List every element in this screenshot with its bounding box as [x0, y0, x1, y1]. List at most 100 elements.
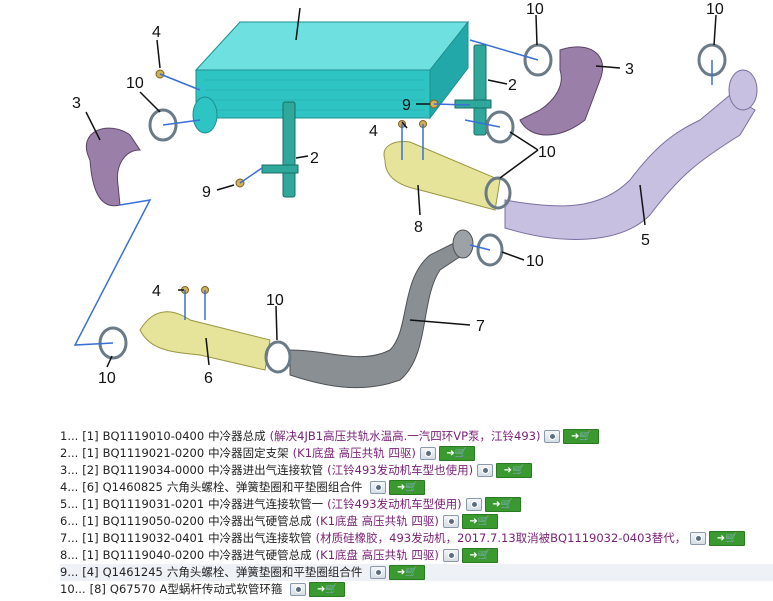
camera-icon[interactable] [419, 447, 436, 460]
part-name: 六角头螺栓、弹簧垫圈和平垫圈组合件 [166, 565, 363, 579]
camera-icon[interactable] [690, 532, 707, 545]
callout-10: 10 [266, 292, 284, 309]
part-quantity: [1] [82, 531, 99, 545]
part-number-index: 3... [60, 463, 79, 477]
part-name: 中冷器进出气连接软管 [208, 463, 324, 477]
hose-purple-left [85, 127, 141, 207]
add-to-cart-button[interactable]: ➜🛒 [309, 582, 346, 597]
part-note: (江铃493发动机车型使用) [327, 497, 462, 511]
part-note: (解决4JB1高压共轨水温高.一汽四环VP泵，江铃493) [269, 429, 541, 443]
part-name: 中冷器总成 [208, 429, 266, 443]
hose-purple-right [519, 46, 604, 136]
callout-6: 6 [204, 370, 213, 387]
part-number-index: 7... [60, 531, 79, 545]
callout-9: 9 [402, 97, 411, 114]
part-quantity: [4] [82, 565, 99, 579]
callout-7: 7 [476, 318, 485, 335]
part-code: Q1460825 [102, 480, 163, 494]
assembly-link-lines [73, 39, 713, 346]
callout-5: 5 [641, 232, 650, 249]
part-code: Q1461245 [102, 565, 163, 579]
callout-4: 4 [152, 283, 161, 300]
camera-icon[interactable] [442, 549, 459, 562]
camera-icon[interactable] [442, 515, 459, 528]
part-name: 六角头螺栓、弹簧垫圈和平垫圈组合件 [166, 480, 363, 494]
part-number-index: 6... [60, 514, 79, 528]
part-quantity: [6] [82, 480, 99, 494]
part-quantity: [1] [82, 429, 99, 443]
part-number-index: 5... [60, 497, 79, 511]
camera-icon[interactable] [370, 481, 387, 494]
callout-3: 3 [72, 95, 81, 112]
hose-gray [289, 229, 474, 389]
exploded-parts-diagram: 4 10 3 9 2 10 3 2 9 4 10 8 10 10 5 4 10 … [72, 1, 758, 389]
add-to-cart-button[interactable]: ➜🛒 [461, 514, 498, 529]
callout-10: 10 [706, 1, 724, 18]
part-code: BQ1119032-0401 [102, 531, 205, 545]
part-note: (江铃493发动机车型也使用) [327, 463, 474, 477]
part-quantity: [1] [82, 446, 99, 460]
callout-4: 4 [369, 123, 378, 140]
camera-icon[interactable] [477, 464, 494, 477]
add-to-cart-button[interactable]: ➜🛒 [496, 463, 533, 478]
callout-8: 8 [414, 219, 423, 236]
callout-10: 10 [98, 370, 116, 387]
add-to-cart-button[interactable]: ➜🛒 [389, 480, 426, 495]
callout-2: 2 [310, 150, 319, 167]
callout-4: 4 [152, 24, 161, 41]
callout-leaders [85, 7, 717, 368]
part-name: 中冷器出气硬管总成 [208, 514, 312, 528]
part-note: (K1底盘 高压共轨 四驱) [315, 548, 439, 562]
camera-icon[interactable] [370, 566, 387, 579]
part-name: 中冷器出气连接软管 [208, 531, 312, 545]
part-code: BQ1119034-0000 [102, 463, 205, 477]
part-quantity: [1] [82, 497, 99, 511]
part-code: BQ1119031-0201 [102, 497, 205, 511]
add-to-cart-button[interactable]: ➜🛒 [389, 565, 426, 580]
part-code: Q67570 [109, 582, 156, 596]
callout-10: 10 [526, 1, 544, 18]
part-code: BQ1119021-0200 [102, 446, 205, 460]
add-to-cart-button[interactable]: ➜🛒 [438, 446, 475, 461]
pipe-yellow-lower [139, 311, 271, 371]
callout-10: 10 [538, 144, 556, 161]
part-number-index: 1... [60, 429, 79, 443]
part-number-index: 4... [60, 480, 79, 494]
callout-3: 3 [625, 61, 634, 78]
pipe-yellow-upper [383, 141, 501, 211]
bracket-right [454, 44, 492, 136]
add-to-cart-button[interactable]: ➜🛒 [709, 531, 746, 546]
add-to-cart-button[interactable]: ➜🛒 [563, 429, 600, 444]
part-name: 中冷器进气连接软管一 [208, 497, 324, 511]
callout-10: 10 [526, 253, 544, 270]
add-to-cart-button[interactable]: ➜🛒 [484, 497, 521, 512]
part-name: A型蜗杆传动式软管环箍 [159, 582, 283, 596]
camera-icon[interactable] [290, 583, 307, 596]
camera-icon[interactable] [544, 430, 561, 443]
part-note: (材质硅橡胶，493发动机，2017.7.13取消被BQ1119032-0403… [315, 531, 687, 545]
part-quantity: [8] [89, 582, 106, 596]
part-name: 中冷器进气硬管总成 [208, 548, 312, 562]
part-code: BQ1119050-0200 [102, 514, 205, 528]
callout-9: 9 [202, 184, 211, 201]
part-number-index: 9... [60, 565, 79, 579]
camera-icon[interactable] [465, 498, 482, 511]
part-quantity: [2] [82, 463, 99, 477]
bracket-left [261, 101, 299, 198]
part-quantity: [1] [82, 548, 99, 562]
callout-10: 10 [126, 75, 144, 92]
part-number-index: 10... [60, 582, 86, 596]
part-code: BQ1119010-0400 [102, 429, 205, 443]
pipe-lavender [504, 69, 758, 240]
part-number-index: 8... [60, 548, 79, 562]
add-to-cart-button[interactable]: ➜🛒 [461, 548, 498, 563]
